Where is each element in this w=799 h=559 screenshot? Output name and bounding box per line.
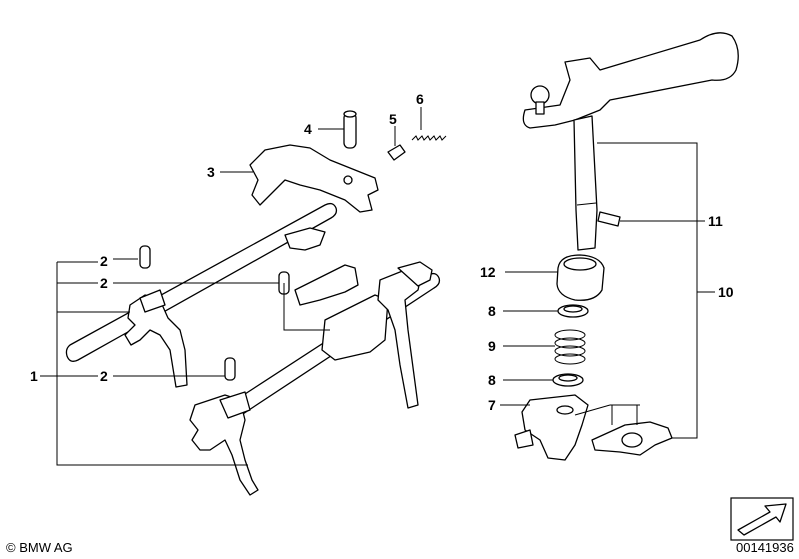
callout-9: 9 <box>488 338 496 354</box>
shift-fork-right-head <box>397 261 433 287</box>
shift-fork-left-hub <box>139 289 166 313</box>
shift-lever-ball <box>530 85 550 105</box>
pin-part-4 <box>343 112 357 149</box>
dowel-pin-2c <box>224 357 236 381</box>
copyright-text: © BMW AG <box>6 540 73 555</box>
ring-part-8-lower-inner <box>558 374 578 382</box>
callout-11: 11 <box>708 213 723 229</box>
roll-pin-part-11 <box>597 211 621 227</box>
diagram-number: 00141936 <box>736 540 794 555</box>
selector-plate <box>249 144 379 213</box>
shift-lever-assembly <box>514 32 739 461</box>
callout-6: 6 <box>416 91 424 107</box>
spring-part-6 <box>411 135 447 141</box>
detent-part-5 <box>387 144 406 161</box>
pin-part-4-top <box>343 110 357 118</box>
callout-12: 12 <box>480 264 496 280</box>
callouts: 1 2 2 2 3 4 5 6 7 8 8 9 10 11 12 <box>30 91 734 413</box>
callout-4: 4 <box>304 121 312 137</box>
dowel-pin-2a <box>139 245 151 269</box>
leader-bracket-1 <box>56 262 248 466</box>
selector-lever-small-boss <box>621 432 643 448</box>
selector-fork-small <box>284 227 326 251</box>
housing-part-7 <box>521 394 589 461</box>
shift-lever-shaft <box>573 115 598 251</box>
shift-rod-assembly <box>65 144 441 496</box>
footer: © BMW AG 00141936 <box>6 497 794 555</box>
callout-2-bottom: 2 <box>100 368 108 384</box>
ring-part-8-upper-inner <box>563 305 583 313</box>
callout-1: 1 <box>30 368 38 384</box>
callout-5: 5 <box>389 111 397 127</box>
direction-arrow-icon <box>737 503 787 536</box>
shaft-groove <box>576 202 597 206</box>
leader-bracket-10 <box>597 142 698 439</box>
callout-3: 3 <box>207 164 215 180</box>
selector-plate-hole <box>343 175 353 185</box>
shift-fork-center-block <box>321 294 389 361</box>
callout-2-top: 2 <box>100 253 108 269</box>
callout-7: 7 <box>488 397 496 413</box>
shift-fork-left <box>124 294 188 388</box>
shift-lever-ball-neck <box>535 101 545 115</box>
callout-8-lower: 8 <box>488 372 496 388</box>
pins <box>139 110 447 381</box>
leader-lines <box>40 107 715 466</box>
boot-part-12-top <box>563 257 597 271</box>
spring-part-9 <box>554 329 586 365</box>
housing-part-7-stub <box>514 429 534 449</box>
shift-fork-bottom <box>189 394 259 496</box>
shift-fork-bottom-hub <box>219 391 251 419</box>
shift-fork-center <box>294 264 359 306</box>
callout-8-upper: 8 <box>488 303 496 319</box>
callout-10: 10 <box>718 284 734 300</box>
callout-2-middle: 2 <box>100 275 108 291</box>
housing-part-7-hole <box>556 405 574 415</box>
shift-lever-arm <box>522 32 739 129</box>
